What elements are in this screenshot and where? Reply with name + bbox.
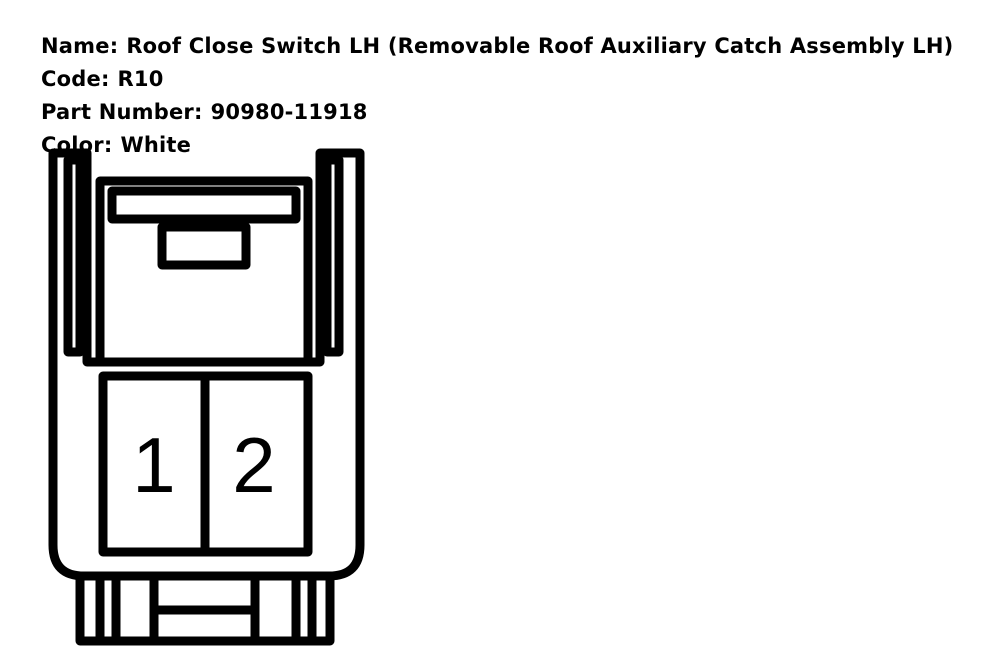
left-latch-arm [63,155,85,357]
right-latch-arm [322,155,344,357]
name-value: Roof Close Switch LH (Removable Roof Aux… [126,34,954,58]
connector-housing-outline [48,148,365,581]
connector-bottom-skirt [75,576,335,646]
code-label: Code: [41,67,110,91]
color-value: White [120,133,192,157]
connector-color-line: Color:White [26,106,191,158]
name-label: Name: [41,34,119,58]
part-number-label: Part Number: [41,100,203,124]
terminal-label-2: 2 [232,421,275,509]
part-number-value: 90980-11918 [210,100,368,124]
part-number-line: Part Number: 90980-11918 [26,73,368,125]
lock-frame-inner-bar [107,186,301,224]
lock-frame-outer [95,176,313,367]
connector-code-line: Code: R10 [26,40,164,92]
code-value: R10 [117,67,164,91]
terminal-label-1: 1 [132,421,175,509]
lock-tab [157,222,251,270]
connector-name-line: Name: Roof Close Switch LH (Removable Roo… [26,7,953,59]
